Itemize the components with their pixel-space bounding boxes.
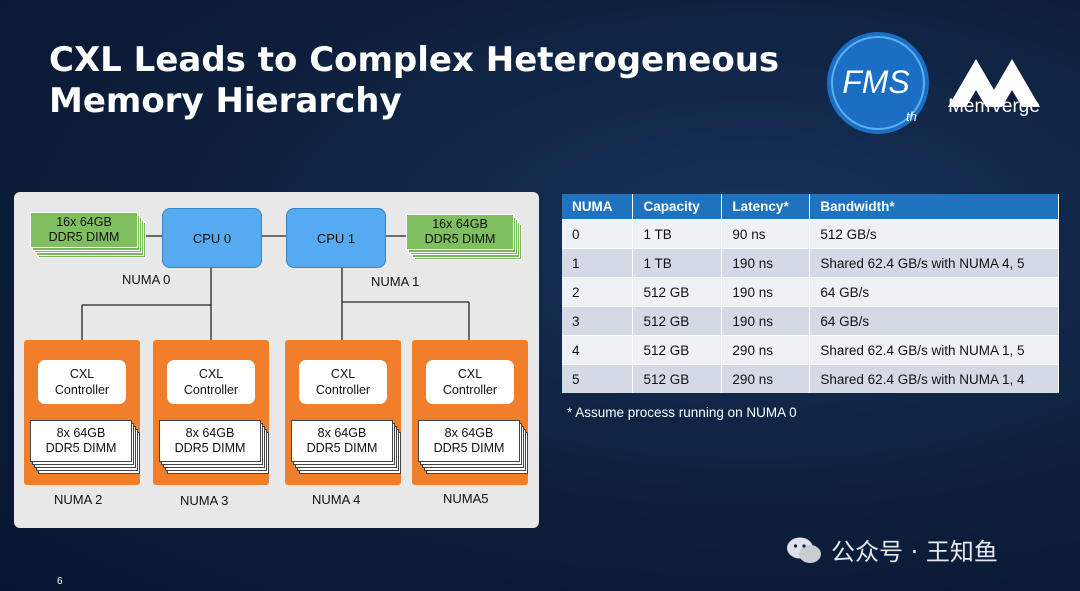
ddr5-dimm-stack: 8x 64GB DDR5 DIMM — [159, 420, 269, 474]
ddr5-dimm-stack: 8x 64GB DDR5 DIMM — [291, 420, 401, 474]
table-cell: 512 GB — [632, 364, 723, 393]
numa-3-label: NUMA 3 — [180, 493, 229, 508]
title-line-1: CXL Leads to Complex Heterogeneous — [49, 40, 780, 80]
table-cell: 190 ns — [721, 306, 811, 336]
dimm-stack-numa1: 16x 64GB DDR5 DIMM — [406, 214, 522, 262]
table-cell: 64 GB/s — [809, 277, 1059, 307]
table-cell: 290 ns — [721, 364, 811, 393]
cxl-controller: CXL Controller — [167, 360, 255, 404]
table-cell: 3 — [562, 306, 634, 336]
table-cell: Shared 62.4 GB/s with NUMA 1, 4 — [809, 364, 1059, 393]
column-header: Latency* — [721, 194, 811, 220]
watermark-text: 公众号 · 王知鱼 — [831, 538, 998, 566]
table-cell: 512 GB — [632, 335, 723, 365]
numa-latency-table: NUMA Capacity Latency* Bandwidth* 0 1 TB… — [562, 194, 1059, 393]
memory-hierarchy-diagram: 16x 64GB DDR5 DIMM 16x 64GB DDR5 DIMM CP… — [14, 192, 539, 528]
memverge-logo-text: MemVerge — [948, 96, 1040, 117]
cxl-controller: CXL Controller — [38, 360, 126, 404]
table-footnote: * Assume process running on NUMA 0 — [567, 405, 797, 420]
memverge-logo-icon — [948, 59, 1040, 107]
page-number: 6 — [57, 576, 63, 587]
cpu-0-box: CPU 0 — [162, 208, 262, 268]
table-row: 3 512 GB 190 ns 64 GB/s — [562, 306, 1059, 336]
wechat-icon — [787, 537, 821, 563]
cxl-node-numa2: CXL Controller 8x 64GB DDR5 DIMM — [24, 340, 140, 485]
fms-logo-text: FMS — [842, 64, 910, 100]
dimm-label-numa1: 16x 64GB DDR5 DIMM — [406, 214, 514, 250]
table-cell: 64 GB/s — [809, 306, 1059, 336]
numa-5-label: NUMA5 — [443, 491, 489, 506]
table-row: 2 512 GB 190 ns 64 GB/s — [562, 277, 1059, 307]
column-header: Capacity — [632, 194, 723, 220]
table-row: 1 1 TB 190 ns Shared 62.4 GB/s with NUMA… — [562, 248, 1059, 278]
table-cell: 1 TB — [632, 248, 723, 278]
table-cell: 512 GB/s — [809, 219, 1059, 249]
table-cell: 1 — [562, 248, 634, 278]
ddr5-dimm-stack: 8x 64GB DDR5 DIMM — [30, 420, 140, 474]
numa-1-label: NUMA 1 — [371, 274, 420, 289]
ddr5-dimm-stack: 8x 64GB DDR5 DIMM — [418, 420, 528, 474]
table-cell: 2 — [562, 277, 634, 307]
table-cell: 90 ns — [721, 219, 811, 249]
title-line-2: Memory Hierarchy — [49, 81, 402, 121]
cxl-controller: CXL Controller — [299, 360, 387, 404]
table-cell: 512 GB — [632, 306, 723, 336]
fms-logo-suffix: th — [906, 109, 917, 124]
table-cell: Shared 62.4 GB/s with NUMA 4, 5 — [809, 248, 1059, 278]
table-cell: 4 — [562, 335, 634, 365]
table-cell: 190 ns — [721, 248, 811, 278]
cxl-node-numa5: CXL Controller 8x 64GB DDR5 DIMM — [412, 340, 528, 485]
numa-2-label: NUMA 2 — [54, 492, 103, 507]
watermark: 公众号 · 王知鱼 — [785, 532, 998, 567]
table-cell: 1 TB — [632, 219, 723, 249]
numa-0-label: NUMA 0 — [122, 272, 171, 287]
table-cell: 0 — [562, 219, 634, 249]
table-cell: 512 GB — [632, 277, 723, 307]
cxl-controller: CXL Controller — [426, 360, 514, 404]
numa-4-label: NUMA 4 — [312, 492, 361, 507]
table-row: 4 512 GB 290 ns Shared 62.4 GB/s with NU… — [562, 335, 1059, 365]
table-cell: 290 ns — [721, 335, 811, 365]
table-cell: Shared 62.4 GB/s with NUMA 1, 5 — [809, 335, 1059, 365]
table-cell: 5 — [562, 364, 634, 393]
dimm-stack-numa0: 16x 64GB DDR5 DIMM — [30, 212, 146, 260]
diagram-connectors — [81, 235, 470, 340]
cxl-node-numa3: CXL Controller 8x 64GB DDR5 DIMM — [153, 340, 269, 485]
slide-title: CXL Leads to Complex Heterogeneous Memor… — [49, 40, 809, 122]
table-row: 5 512 GB 290 ns Shared 62.4 GB/s with NU… — [562, 364, 1059, 393]
dimm-label-numa0: 16x 64GB DDR5 DIMM — [30, 212, 138, 248]
column-header: NUMA — [562, 194, 634, 220]
cpu-1-box: CPU 1 — [286, 208, 386, 268]
fms-logo: FMS th — [827, 32, 929, 134]
column-header: Bandwidth* — [809, 194, 1059, 220]
cxl-node-numa4: CXL Controller 8x 64GB DDR5 DIMM — [285, 340, 401, 485]
table-header-row: NUMA Capacity Latency* Bandwidth* — [562, 194, 1059, 220]
table-row: 0 1 TB 90 ns 512 GB/s — [562, 219, 1059, 249]
table-cell: 190 ns — [721, 277, 811, 307]
